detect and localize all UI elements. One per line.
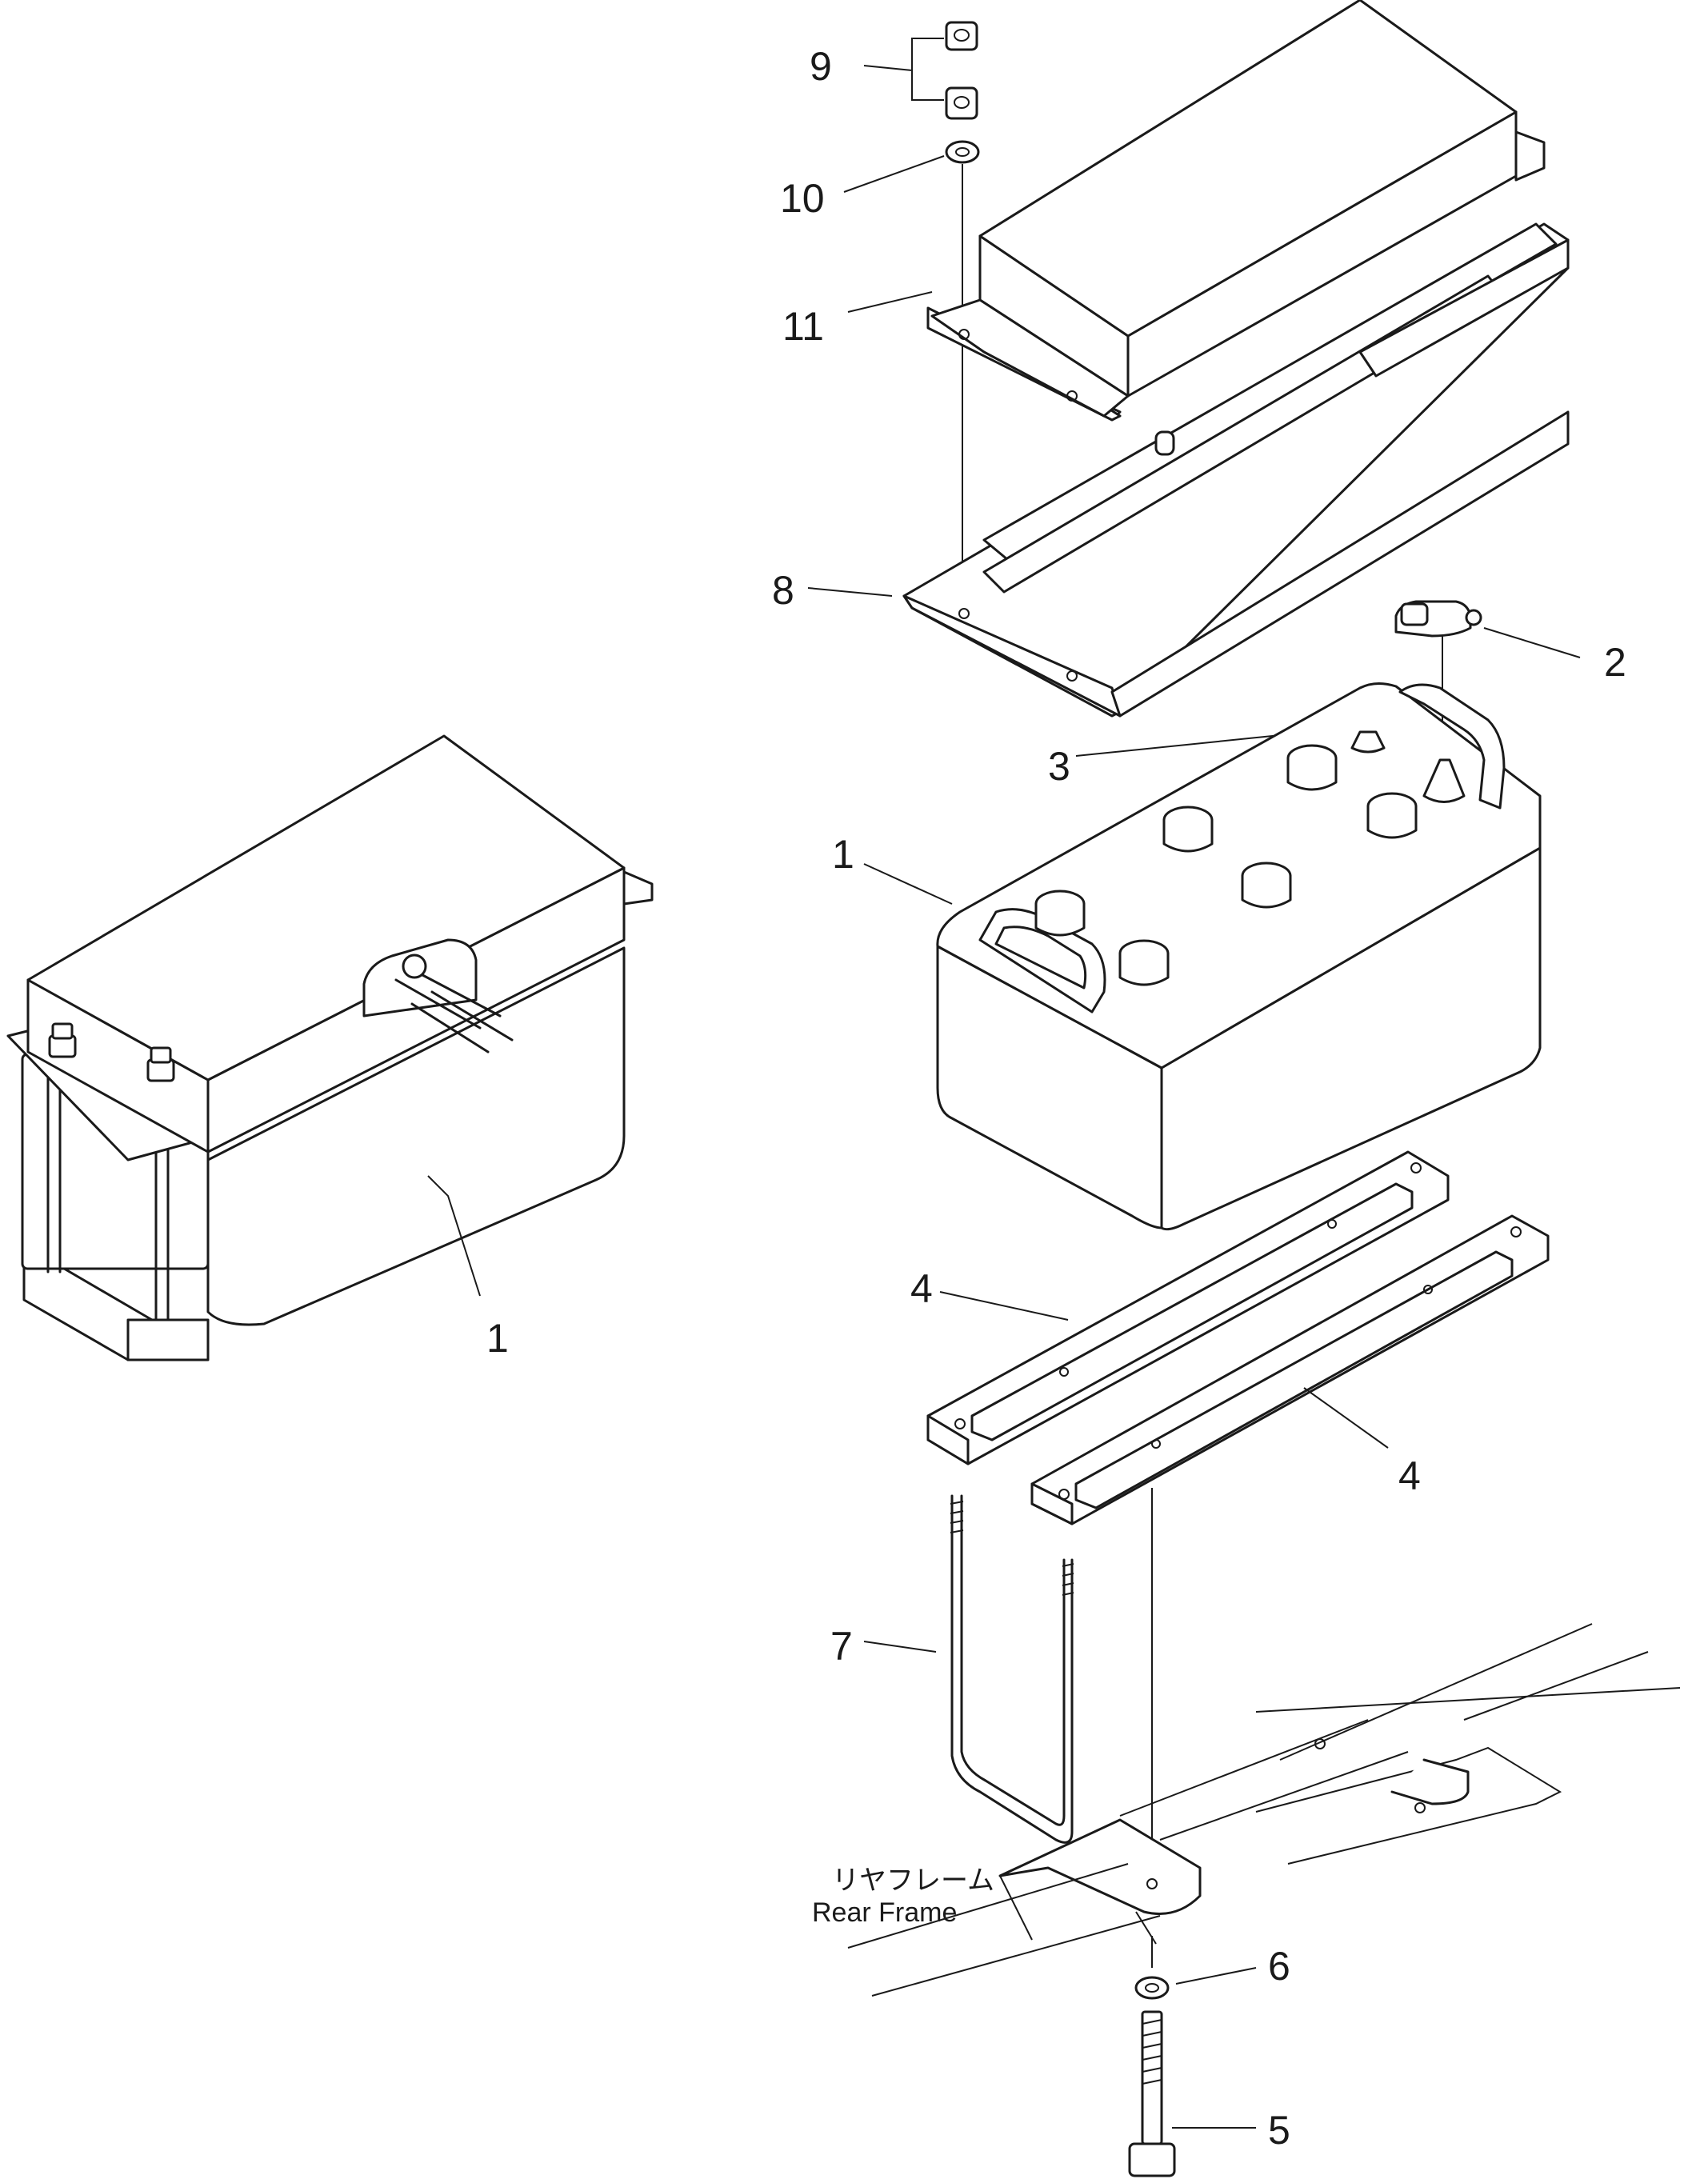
rear-frame: リヤフレーム Rear Frame [812, 1623, 1681, 1997]
part-4-mounting-rails: 4 4 [910, 1150, 1550, 1525]
callout-3: 3 [1048, 744, 1070, 789]
part-7-j-bolts: 7 [830, 1494, 1074, 1844]
callout-8: 8 [772, 568, 794, 613]
part-2-terminal-clamp: 2 [1394, 600, 1626, 748]
part-10-washer: 10 [780, 140, 980, 221]
part-9-nuts: 9 [810, 21, 978, 120]
bolt-left-back [146, 1046, 175, 1082]
part-11-battery-cover: 11 [782, 0, 1546, 422]
callout-1-right: 1 [832, 832, 854, 877]
frame-label-japanese: リヤフレーム [832, 1865, 994, 1896]
callout-10: 10 [780, 176, 825, 221]
part-5-bolt: 5 [1128, 2010, 1290, 2177]
callout-2: 2 [1604, 640, 1626, 685]
frame-label-english: Rear Frame [812, 1897, 957, 1928]
callout-5: 5 [1268, 2108, 1290, 2153]
part-8-battery-frame: 8 [772, 222, 1570, 718]
part-6-washer: 6 [1134, 1936, 1290, 2000]
part-1-battery: 1 [832, 682, 1542, 1231]
assembled-battery-box: 1 [6, 734, 654, 1361]
callout-4-lower: 4 [1398, 1453, 1421, 1498]
bolt-left-front [48, 1022, 77, 1058]
callout-7: 7 [830, 1624, 853, 1669]
callout-4-upper: 4 [910, 1266, 933, 1311]
callout-9: 9 [810, 44, 832, 89]
callout-11: 11 [782, 304, 824, 349]
callout-6: 6 [1268, 1944, 1290, 1989]
callout-1-left: 1 [486, 1316, 509, 1361]
